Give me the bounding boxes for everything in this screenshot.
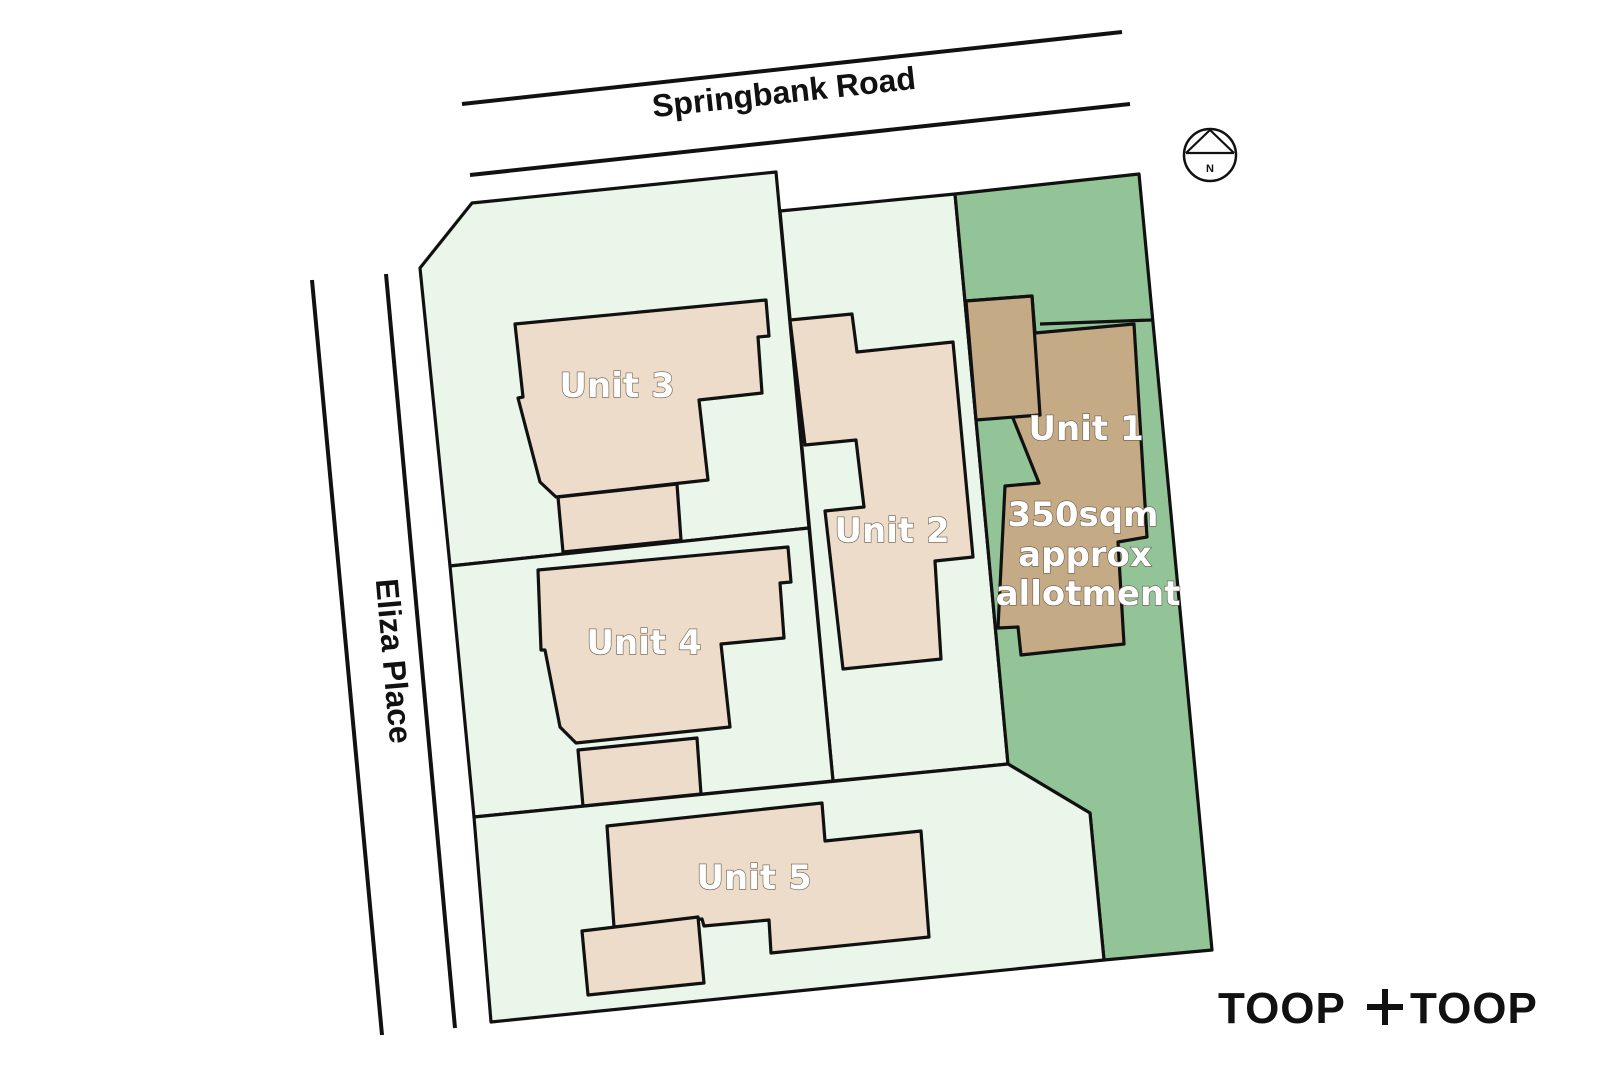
brand-logo: TOOP TOOP — [1218, 984, 1538, 1033]
unit-1-area-line-2: approx — [1018, 535, 1152, 575]
garage-unit-4 — [576, 736, 703, 808]
building-unit-3 — [513, 298, 771, 499]
road-springbank: Springbank Road — [461, 30, 1131, 177]
unit-labels: Unit 3 Unit 2 Unit 1 350sqm approx allot… — [559, 365, 1181, 898]
plus-vertical — [1382, 989, 1388, 1025]
building-unit-4 — [536, 545, 793, 745]
building-unit-2 — [788, 312, 975, 671]
garage-unit-3 — [556, 482, 683, 554]
brand-plus-icon — [1367, 989, 1403, 1025]
garage-unit-5 — [580, 915, 706, 997]
unit-1-label: Unit 1 — [1028, 409, 1143, 449]
road-eliza: Eliza Place — [310, 273, 457, 1036]
unit-1-area-line-1: 350sqm — [1008, 495, 1159, 535]
compass-arrow — [1185, 128, 1235, 154]
garage-unit-1 — [964, 294, 1042, 422]
unit-1-area-line-3: allotment — [996, 574, 1181, 614]
unit-5-label: Unit 5 — [696, 858, 811, 898]
road-edge-line — [469, 102, 1131, 177]
road-edge-line — [310, 279, 384, 1036]
brand-logo-left: TOOP — [1218, 984, 1346, 1033]
road-edge-line — [384, 273, 457, 1029]
buildings — [513, 294, 1149, 997]
road-edge-line — [461, 30, 1123, 106]
north-arrow-icon: N — [1182, 127, 1238, 183]
unit-2-label: Unit 2 — [834, 511, 949, 551]
lot-divider — [1039, 318, 1153, 326]
unit-4-label: Unit 4 — [586, 623, 701, 663]
unit-3-label: Unit 3 — [559, 366, 674, 406]
road-label-eliza: Eliza Place — [369, 577, 419, 745]
brand-logo-right: TOOP — [1410, 984, 1538, 1033]
compass-label: N — [1206, 163, 1214, 175]
